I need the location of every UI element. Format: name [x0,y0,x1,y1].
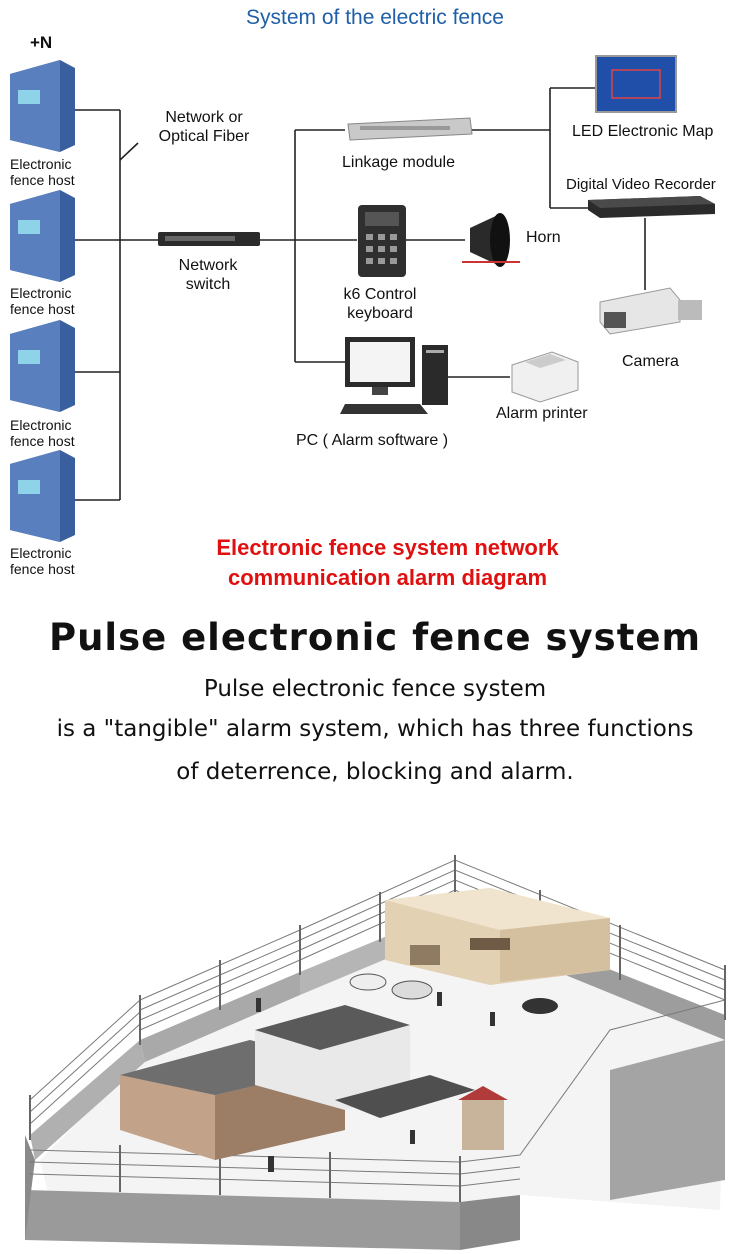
camera-label: Camera [622,353,679,370]
diagram-title: System of the electric fence [246,6,504,29]
building-front [120,1005,475,1160]
network-fiber-label: Network or Optical Fiber [158,109,250,145]
linkage-module-label: Linkage module [342,154,455,171]
plus-n-label: +N [30,33,53,52]
host-label: Electronic fence host [10,156,75,188]
cars [349,973,558,1014]
dvr-label: Digital Video Recorder [566,176,716,193]
connection-wires [72,87,646,501]
host-label: Electronic fence host [10,545,75,577]
keyboard-icon [358,205,406,277]
keyboard-label: k6 Control keyboard [343,286,417,322]
led-map-label: LED Electronic Map [572,123,714,140]
horn-icon [462,213,520,267]
description-line: is a "tangible" alarm system, which has … [56,716,694,742]
pc-label: PC ( Alarm software ) [296,432,449,449]
diagram-caption: Electronic fence system network communic… [216,535,559,590]
camera-icon [599,287,702,335]
fence-host-icon [10,450,75,542]
horn-label: Horn [526,229,561,246]
host-label: Electronic fence host [10,417,75,449]
fence-posts [29,855,726,1202]
fence-host-icon [10,190,75,282]
printer-icon [511,351,579,403]
section-heading: Pulse electronic fence system [48,616,702,659]
pc-icon [340,337,448,414]
people [256,992,495,1172]
dvr-icon [588,196,715,218]
network-diagram [10,55,715,542]
building-back [385,888,610,985]
description-line: Pulse electronic fence system [203,676,547,702]
alarm-printer-label: Alarm printer [496,405,588,422]
fence-illustration [25,855,726,1250]
fence-host-icon [10,320,75,412]
guard-house [458,1086,508,1150]
led-map-icon [595,55,677,113]
network-switch-label: Network switch [178,257,238,293]
fence-host-icon [10,60,75,152]
network-switch-icon [158,232,260,246]
host-label: Electronic fence host [10,285,75,317]
description-line: of deterrence, blocking and alarm. [176,759,574,785]
linkage-module-icon [347,117,473,141]
